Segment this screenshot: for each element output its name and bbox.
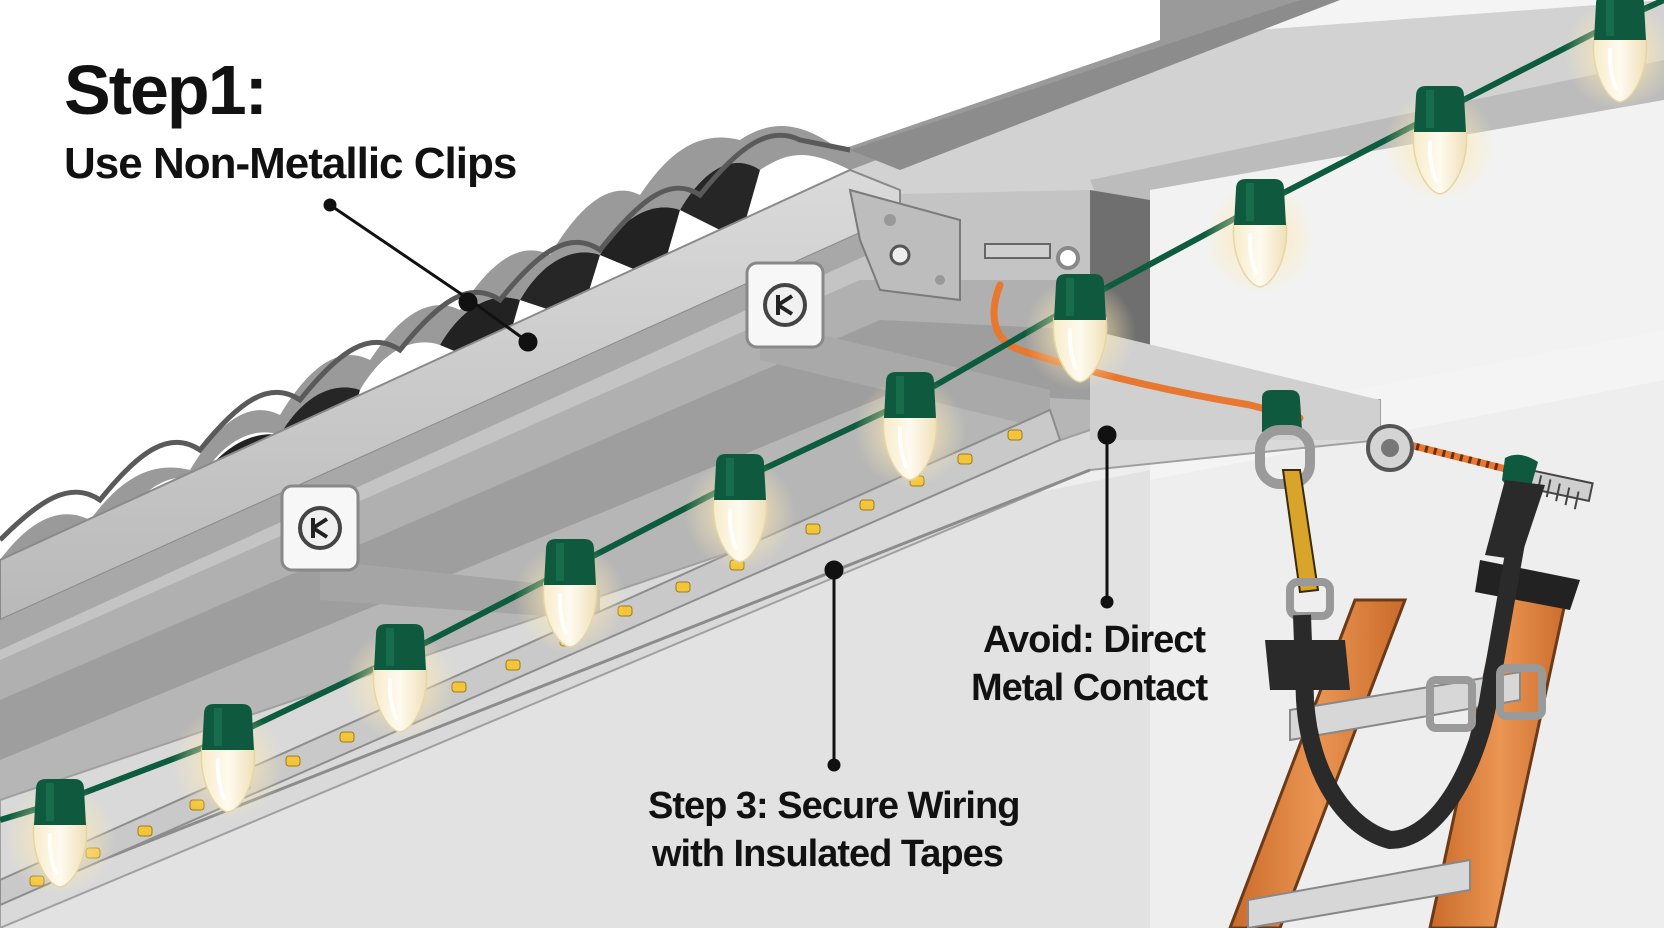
callout-lines [323,198,1117,772]
gutter-lip [0,168,901,622]
avoid-label-line1: Avoid: Direct [983,619,1206,661]
wall-shadow [0,470,1150,928]
step3-label-line2: with Insulated Tapes [652,833,1004,875]
step1-title: Step1: [64,51,268,129]
eye-bolt-icon [1366,424,1414,472]
plastic-clip-icon [745,261,825,349]
roof-panel [0,0,1300,560]
plastic-clip-icon [280,484,360,572]
step3-label-line1: Step 3: Secure Wiring [648,785,1020,827]
gutter-bracket [848,188,961,302]
avoid-label-line2: Metal Contact [971,667,1208,709]
step1-subtitle: Use Non-Metallic Clips [64,139,517,188]
safety-harness [1265,469,1546,849]
